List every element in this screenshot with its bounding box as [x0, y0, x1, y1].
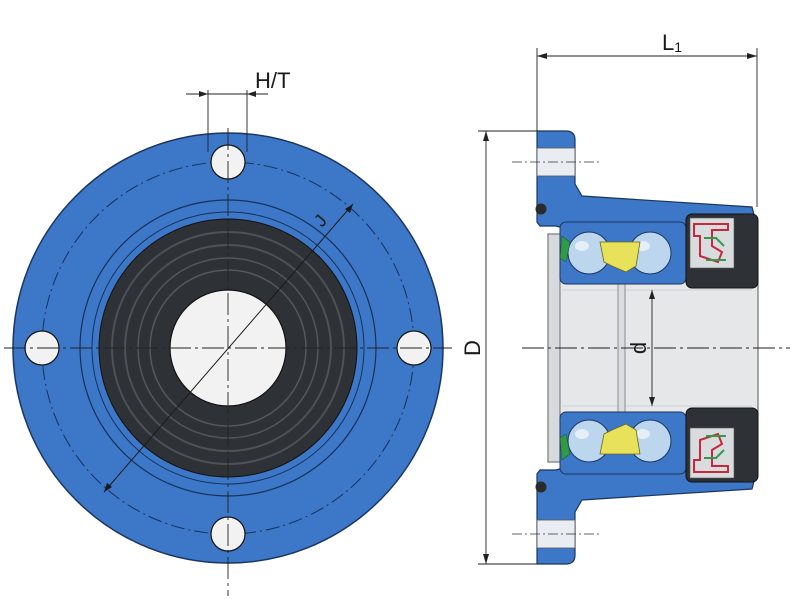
j-arrow-bottom	[104, 483, 112, 492]
seal-lip-red-bottom	[693, 432, 729, 473]
ht-arrow-right	[247, 91, 256, 97]
length-label-sub: 1	[674, 39, 682, 55]
retainer-ball-top	[535, 203, 547, 215]
ht-arrow-left	[199, 91, 208, 97]
length-label: L1	[662, 30, 682, 55]
j-arrow-top	[345, 204, 353, 213]
seal-lip-green-top	[704, 237, 726, 261]
d-outer-arrow-bottom	[483, 554, 489, 564]
bolt-circle-diameter-line	[103, 203, 354, 493]
d-outer-arrow-top	[483, 131, 489, 141]
retainer-ball-bottom	[535, 481, 547, 493]
cage-top	[599, 241, 641, 273]
inner-seal-top	[559, 235, 571, 263]
seal-lip-red-top	[693, 223, 729, 264]
section-view: D d L1	[460, 30, 790, 565]
bore-arrow-bottom	[649, 397, 655, 406]
ball-highlight-3	[575, 429, 589, 439]
hole-spec-label: H/T	[255, 68, 290, 93]
front-view: H/T J	[4, 68, 452, 596]
l1-arrow-right	[747, 53, 757, 59]
ball-highlight-1	[575, 241, 589, 251]
bore-diameter-label: d	[626, 342, 651, 354]
seal-lip-green-bottom	[704, 435, 726, 459]
ball-highlight-4	[636, 429, 650, 439]
bore-arrow-top	[649, 290, 655, 299]
cage-bottom	[599, 423, 641, 455]
length-label-main: L	[662, 30, 674, 55]
l1-arrow-left	[537, 53, 547, 59]
inner-seal-bottom	[559, 433, 571, 461]
outer-diameter-label: D	[460, 340, 485, 356]
